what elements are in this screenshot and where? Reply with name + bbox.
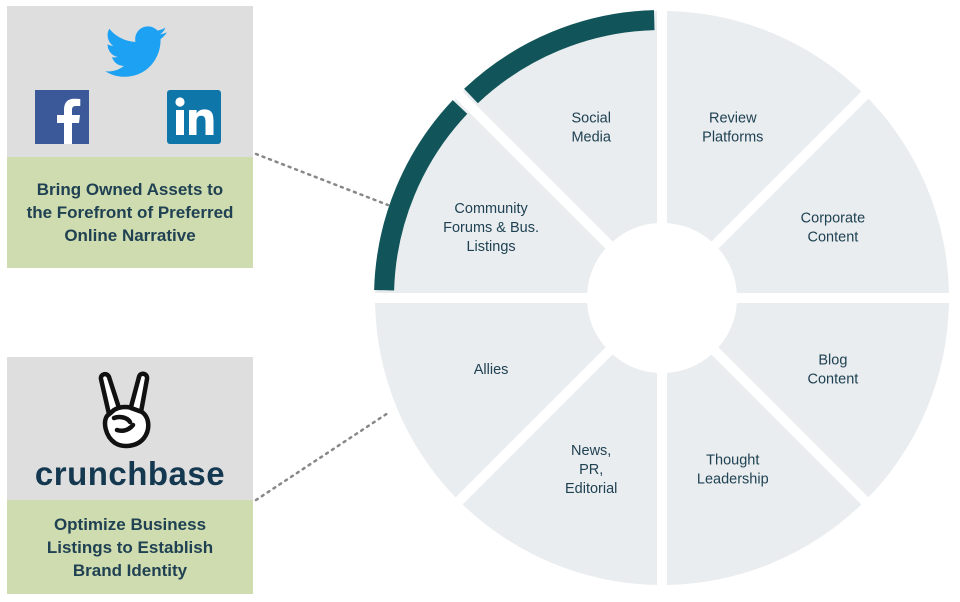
segment-label-line: PR, bbox=[579, 462, 603, 478]
segment-label-line: Forums & Bus. bbox=[443, 220, 539, 236]
segment-label-line: News, bbox=[571, 443, 611, 459]
connector-line bbox=[254, 152, 390, 207]
angellist-crunchbase-logos-box: crunchbase bbox=[7, 357, 253, 500]
segment-label-line: Platforms bbox=[702, 130, 763, 146]
caption-line: Bring Owned Assets to bbox=[36, 180, 224, 199]
victory-hand-icon bbox=[98, 371, 151, 449]
segment-label-line: Social bbox=[571, 111, 611, 127]
caption-line: Online Narrative bbox=[64, 226, 196, 245]
caption-line: Brand Identity bbox=[72, 560, 188, 580]
segment-thought-leadership bbox=[666, 354, 862, 585]
caption-line: Listings to Establish bbox=[46, 537, 214, 557]
segment-blog-content bbox=[718, 302, 949, 498]
crunchbase-wordmark: crunchbase bbox=[34, 455, 226, 492]
segment-review-platforms bbox=[666, 11, 862, 242]
segment-news-pr-editorial bbox=[462, 354, 658, 585]
linkedin-icon bbox=[167, 90, 221, 144]
caption-line: the Forefront of Preferred bbox=[26, 203, 234, 222]
segment-label-line: Editorial bbox=[565, 481, 617, 497]
highlight-arc-community-forums bbox=[374, 100, 468, 291]
highlight-arcs bbox=[374, 10, 655, 291]
segment-label-line: Community bbox=[454, 201, 528, 217]
caption-line: Optimize Business bbox=[53, 514, 207, 534]
segment-label-line: Listings bbox=[466, 239, 515, 255]
segment-allies bbox=[375, 302, 606, 498]
segment-label-news-pr-editorial: News, PR, Editorial bbox=[565, 443, 617, 497]
segment-label-line: Content bbox=[808, 371, 859, 387]
business-listings-caption-box: Optimize Business Listings to Establish … bbox=[7, 500, 253, 594]
segment-label-line: Corporate bbox=[801, 211, 865, 227]
owned-assets-caption: Bring Owned Assets to the Forefront of P… bbox=[27, 178, 234, 247]
segment-label-line: Media bbox=[571, 130, 611, 146]
social-logos-box bbox=[7, 6, 253, 157]
segment-corporate-content bbox=[718, 98, 949, 294]
segment-label-line: Review bbox=[709, 111, 757, 127]
segment-label-line: Blog bbox=[818, 352, 847, 368]
facebook-icon bbox=[35, 90, 89, 144]
wheel-segments bbox=[375, 11, 949, 585]
segment-label-line: Leadership bbox=[697, 471, 769, 487]
segment-label-line: Allies bbox=[474, 362, 509, 378]
segment-label-line: Content bbox=[808, 230, 859, 246]
owned-assets-caption-box: Bring Owned Assets to the Forefront of P… bbox=[7, 157, 253, 268]
connector-line bbox=[254, 411, 390, 502]
twitter-icon bbox=[105, 26, 167, 77]
segment-label-allies: Allies bbox=[474, 362, 509, 378]
business-listings-panel: crunchbase Optimize Business Listings to… bbox=[7, 357, 253, 594]
owned-assets-panel: Bring Owned Assets to the Forefront of P… bbox=[7, 6, 253, 268]
highlight-arc-social-media bbox=[464, 10, 655, 104]
segment-label-line: Thought bbox=[706, 452, 759, 468]
business-listings-caption: Optimize Business Listings to Establish … bbox=[47, 513, 213, 582]
